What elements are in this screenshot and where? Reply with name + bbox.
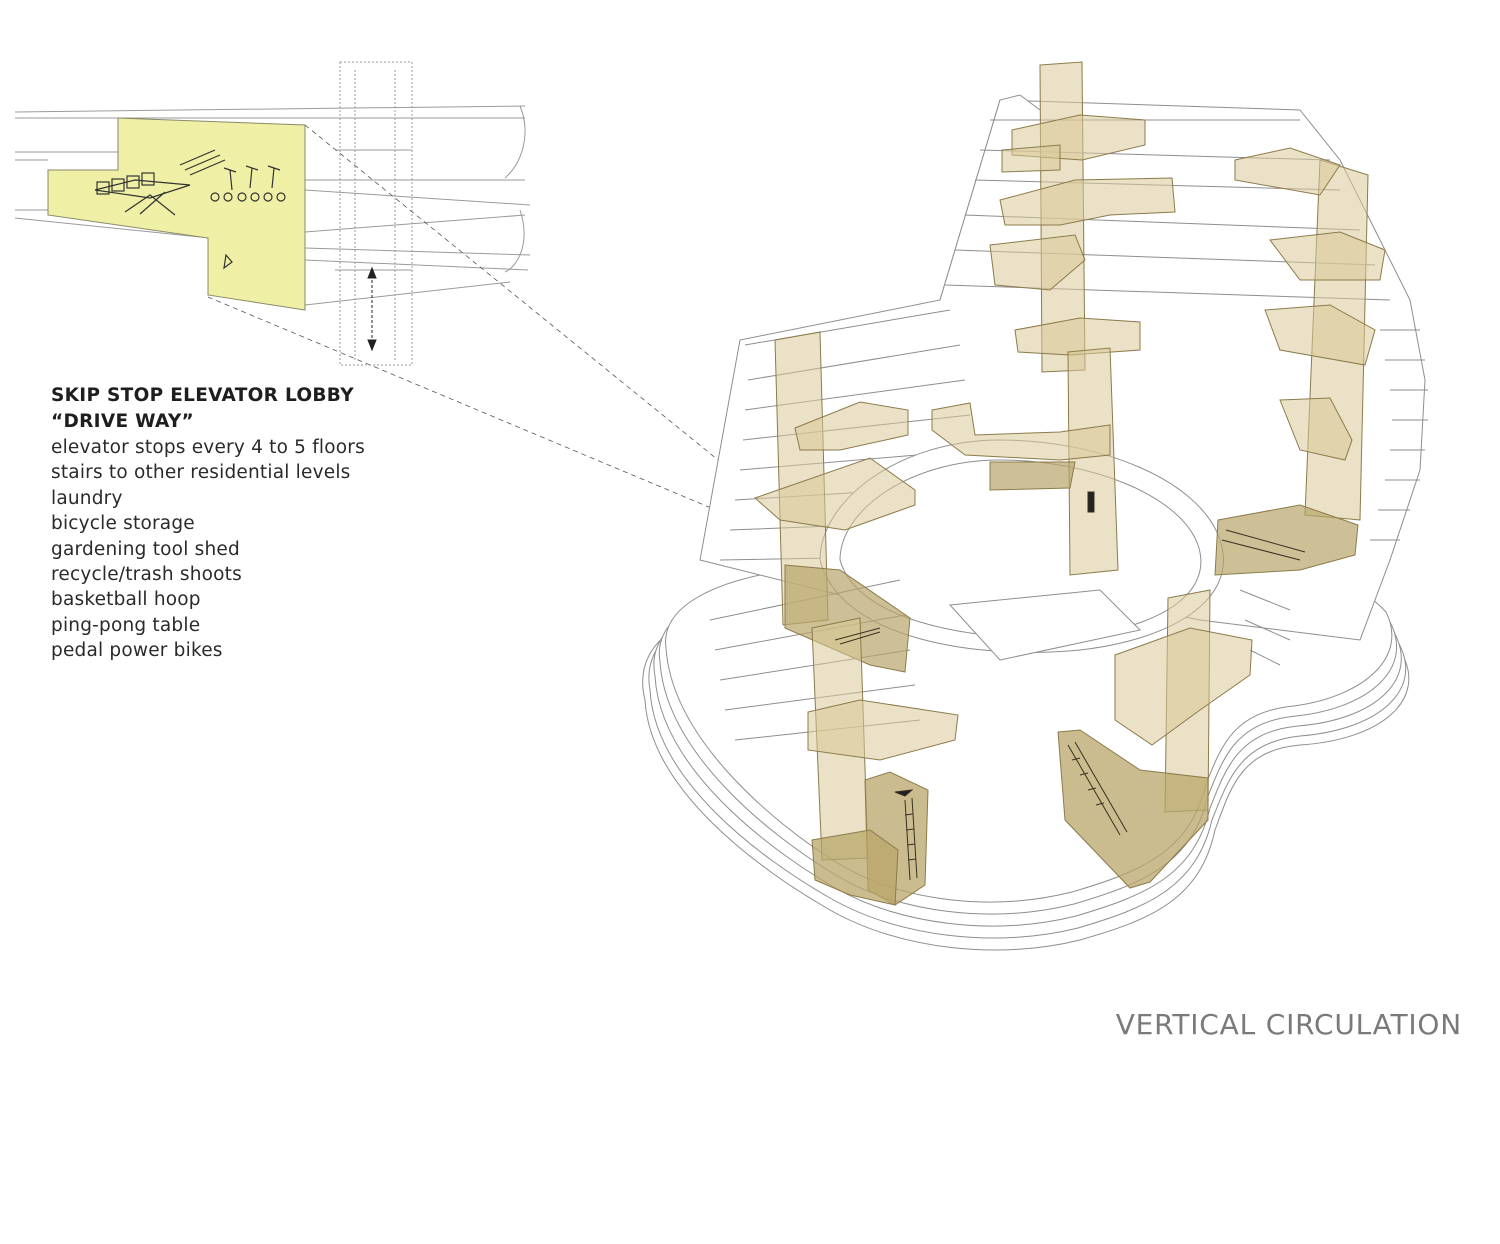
diagram-title: VERTICAL CIRCULATION bbox=[1115, 1008, 1462, 1041]
list-item: basketball hoop bbox=[51, 589, 201, 611]
stair-details bbox=[834, 491, 1306, 881]
callout-title-line2: “DRIVE WAY” bbox=[51, 411, 195, 432]
list-item: recycle/trash shoots bbox=[51, 564, 242, 586]
list-item: laundry bbox=[51, 487, 123, 509]
lobby-equipment-sketch bbox=[94, 149, 286, 270]
lobby-section-detail bbox=[14, 61, 531, 366]
elevator-cores bbox=[754, 61, 1386, 906]
list-item: pedal power bikes bbox=[51, 640, 223, 662]
lobby-callout: SKIP STOP ELEVATOR LOBBY “DRIVE WAY” ele… bbox=[51, 383, 471, 664]
elevator-travel-arrow bbox=[367, 266, 377, 352]
callout-feature-list: elevator stops every 4 to 5 floors stair… bbox=[51, 435, 471, 664]
lobby-highlight bbox=[47, 117, 306, 311]
list-item: elevator stops every 4 to 5 floors bbox=[51, 437, 365, 458]
list-item: stairs to other residential levels bbox=[51, 462, 351, 484]
list-item: ping-pong table bbox=[51, 614, 201, 636]
list-item: bicycle storage bbox=[51, 513, 195, 535]
list-item: gardening tool shed bbox=[51, 538, 240, 560]
callout-title-line1: SKIP STOP ELEVATOR LOBBY bbox=[51, 385, 354, 406]
